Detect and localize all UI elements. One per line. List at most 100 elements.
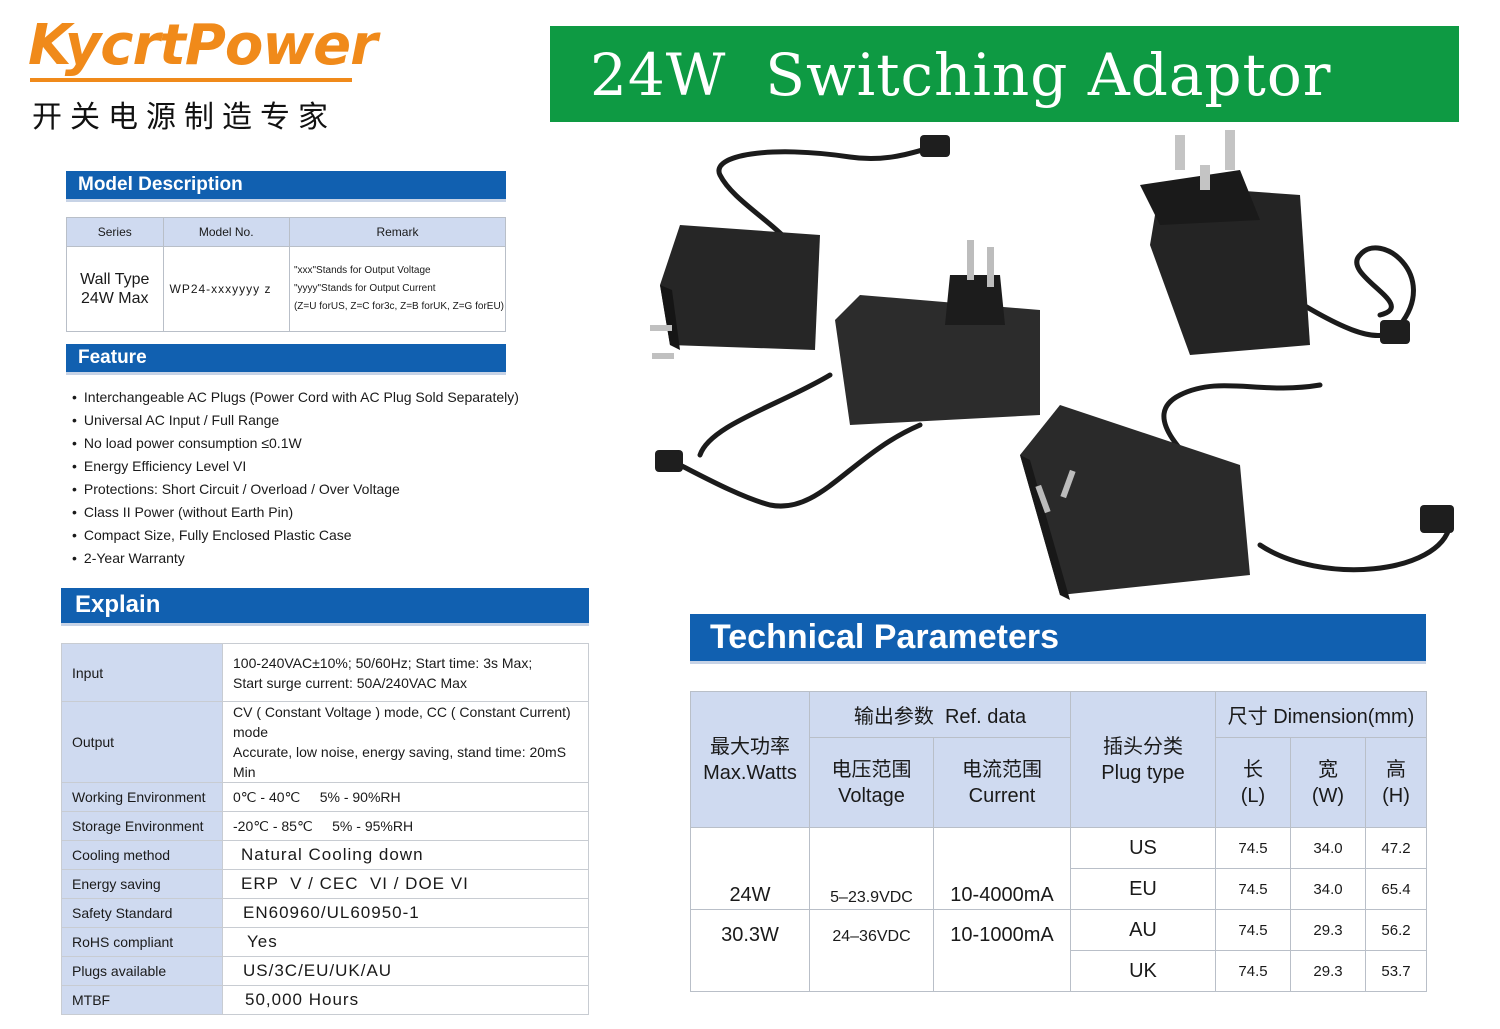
td-length: 74.5 (1215, 868, 1291, 910)
th-plug-type-line: Plug type (1101, 761, 1185, 784)
th-height-line: 高 (1386, 758, 1406, 781)
technical-title: Technical Parameters (710, 618, 1059, 656)
product-photos (620, 125, 1480, 610)
td-width: 34.0 (1290, 827, 1366, 869)
brand-tagline: 开关电源制造专家 (32, 100, 336, 135)
th-width-line: (W) (1311, 784, 1345, 807)
th-current: 电流范围 Current (933, 737, 1071, 828)
th-max-watts-line: 最大功率 (710, 735, 790, 758)
technical-header: Technical Parameters (690, 614, 1426, 664)
td-voltage: 5–23.9VDC (809, 827, 934, 910)
model-col-remark: Remark (288, 217, 507, 247)
explain-value-line: CV ( Constant Voltage ) mode, CC ( Const… (233, 704, 571, 740)
th-width-line: 宽 (1318, 758, 1338, 781)
explain-value: US/3C/EU/UK/AU (222, 956, 589, 986)
feature-item: Protections: Short Circuit / Overload / … (72, 478, 532, 501)
model-description-header: Model Description (66, 171, 506, 202)
brand-logo: KycrtPower (28, 13, 378, 78)
th-current-line: 电流范围 (962, 758, 1042, 781)
th-voltage-line: 电压范围 (831, 758, 912, 781)
th-height-line: (H) (1382, 784, 1410, 807)
td-watts: 30.3W (690, 909, 810, 992)
td-plug-type: US (1070, 827, 1216, 869)
explain-label: MTBF (61, 985, 223, 1015)
th-plug-type-line: 插头分类 (1103, 735, 1183, 758)
model-series: Wall Type 24W Max (66, 246, 164, 332)
td-width: 29.3 (1290, 950, 1366, 992)
th-length: 长 (L) (1215, 737, 1291, 828)
th-length-line: (L) (1240, 784, 1266, 807)
eu-plug-adaptor (835, 240, 1040, 425)
td-width: 34.0 (1290, 868, 1366, 910)
feature-item: Universal AC Input / Full Range (72, 409, 532, 432)
explain-label: Energy saving (61, 869, 223, 899)
explain-header: Explain (61, 588, 589, 626)
explain-value: 100-240VAC±10%; 50/60Hz; Start time: 3s … (222, 643, 589, 702)
explain-label: Output (61, 701, 223, 783)
explain-value-line: Start surge current: 50A/240VAC Max (233, 674, 467, 691)
explain-value: -20℃ - 85℃ 5% - 95%RH (222, 811, 589, 841)
td-height: 47.2 (1365, 827, 1427, 869)
explain-label: Working Environment (61, 782, 223, 812)
remark-line: (Z=U forUS, Z=C for3c, Z=B forUK, Z=G fo… (293, 301, 504, 312)
td-current: 10-1000mA (933, 909, 1071, 992)
model-series-line: 24W Max (80, 290, 149, 307)
explain-label: Plugs available (61, 956, 223, 986)
th-width: 宽 (W) (1290, 737, 1366, 828)
td-height: 53.7 (1365, 950, 1427, 992)
feature-item: Compact Size, Fully Enclosed Plastic Cas… (72, 524, 532, 547)
explain-value: EN60960/UL60950-1 (222, 898, 589, 928)
explain-value: CV ( Constant Voltage ) mode, CC ( Const… (222, 701, 589, 783)
explain-value: Yes (222, 927, 589, 957)
explain-label: Safety Standard (61, 898, 223, 928)
th-max-watts-line: Max.Watts (703, 761, 797, 784)
th-length-line: 长 (1243, 758, 1263, 781)
td-plug-type: AU (1070, 909, 1216, 951)
td-voltage: 24–36VDC (809, 909, 934, 992)
explain-value: Natural Cooling down (222, 840, 589, 870)
td-plug-type: UK (1070, 950, 1216, 992)
explain-table: Input 100-240VAC±10%; 50/60Hz; Start tim… (61, 643, 589, 1015)
th-voltage: 电压范围 Voltage (809, 737, 934, 828)
uk-plug-adaptor (1140, 130, 1410, 355)
explain-value: 0℃ - 40℃ 5% - 90%RH (222, 782, 589, 812)
th-max-watts: 最大功率 Max.Watts (690, 691, 810, 828)
th-ref-data: 输出参数 Ref. data (809, 691, 1071, 738)
model-table: Series Model No. Remark Wall Type 24W Ma… (66, 217, 507, 332)
explain-value-line: Accurate, low noise, energy saving, stan… (233, 744, 567, 780)
model-description-title: Model Description (78, 174, 243, 195)
us-plug-adaptor (650, 135, 950, 472)
technical-table: 最大功率 Max.Watts 输出参数 Ref. data 插头分类 Plug … (690, 691, 1427, 992)
td-width: 29.3 (1290, 909, 1366, 951)
feature-title: Feature (78, 347, 147, 368)
explain-title: Explain (75, 591, 161, 618)
model-series-line: Wall Type (80, 271, 150, 288)
model-col-model-no: Model No. (162, 217, 290, 247)
th-height: 高 (H) (1365, 737, 1427, 828)
feature-item: 2-Year Warranty (72, 547, 532, 570)
td-length: 74.5 (1215, 950, 1291, 992)
feature-list: Interchangeable AC Plugs (Power Cord wit… (72, 386, 532, 570)
th-dimension: 尺寸 Dimension(mm) (1215, 691, 1427, 738)
td-current: 10-4000mA (933, 827, 1071, 910)
explain-label: RoHS compliant (61, 927, 223, 957)
td-height: 56.2 (1365, 909, 1427, 951)
explain-value: 50,000 Hours (222, 985, 589, 1015)
explain-label: Cooling method (61, 840, 223, 870)
td-length: 74.5 (1215, 827, 1291, 869)
logo-underline (30, 78, 352, 82)
feature-item: Energy Efficiency Level VI (72, 455, 532, 478)
explain-label: Input (61, 643, 223, 702)
au-plug-adaptor (1020, 405, 1454, 600)
feature-item: No load power consumption ≤0.1W (72, 432, 532, 455)
remark-line: "xxx"Stands for Output Voltage (293, 265, 431, 276)
th-voltage-line: Voltage (838, 784, 905, 807)
feature-header: Feature (66, 344, 506, 375)
td-length: 74.5 (1215, 909, 1291, 951)
page-title: 24W Switching Adaptor (590, 41, 1332, 109)
model-col-series: Series (66, 217, 164, 247)
feature-item: Class II Power (without Earth Pin) (72, 501, 532, 524)
explain-value-line: 100-240VAC±10%; 50/60Hz; Start time: 3s … (233, 654, 533, 671)
title-banner (550, 26, 1459, 122)
model-remark: "xxx"Stands for Output Voltage "yyyy"Sta… (288, 246, 507, 332)
